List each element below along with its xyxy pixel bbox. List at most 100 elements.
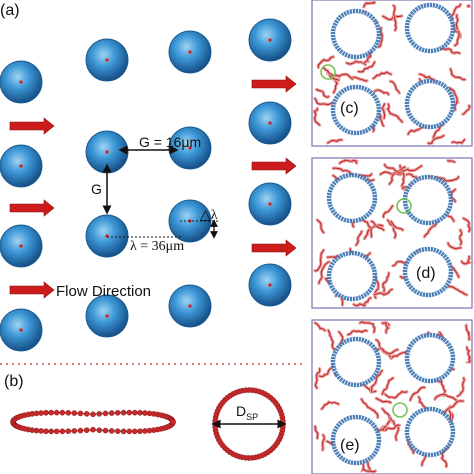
capsule-squiggle-core bbox=[373, 288, 393, 296]
sim-post bbox=[404, 332, 456, 384]
capsule-bead bbox=[53, 409, 60, 416]
capsule-squiggle-core bbox=[448, 286, 468, 296]
capsule-bead bbox=[131, 409, 138, 416]
capsule-squiggle-core bbox=[455, 14, 459, 31]
flow-arrow bbox=[251, 75, 297, 93]
post-center-dot bbox=[19, 80, 23, 84]
capsule-squiggle-core bbox=[466, 346, 471, 363]
capsule-squiggle-core bbox=[314, 425, 319, 439]
delta-lambda-label: △λ bbox=[200, 208, 218, 223]
capsule-squiggle-core bbox=[467, 5, 470, 8]
capsule-squiggle-core bbox=[381, 103, 386, 119]
capsule-squiggle-core bbox=[351, 76, 368, 82]
capsule-squiggle-core bbox=[399, 165, 423, 176]
capsule-squiggle-core bbox=[313, 107, 321, 126]
capsule-squiggle-core bbox=[327, 72, 338, 94]
capsule-squiggle-core bbox=[382, 272, 390, 293]
sim-post bbox=[404, 406, 456, 458]
capsule-squiggle-core bbox=[462, 217, 471, 232]
capsule-bead bbox=[142, 410, 148, 416]
capsule-bead bbox=[102, 410, 109, 417]
capsule-bead bbox=[77, 427, 84, 434]
capsule-squiggle-core bbox=[392, 5, 397, 31]
capsule-squiggle-core bbox=[372, 71, 392, 80]
sim-post bbox=[402, 246, 454, 298]
flow-arrow bbox=[251, 157, 297, 175]
capsule-squiggle-core bbox=[423, 221, 438, 238]
capsule-squiggle-core bbox=[447, 160, 456, 163]
capsule-squiggle-core bbox=[338, 331, 344, 347]
capsule-squiggle-core bbox=[409, 386, 426, 401]
sim-post bbox=[330, 336, 382, 388]
capsule-squiggle-core bbox=[436, 378, 446, 397]
post bbox=[248, 263, 292, 307]
post bbox=[85, 294, 129, 338]
capsule-squiggle-core bbox=[347, 330, 368, 336]
capsule-squiggle-core bbox=[327, 139, 343, 144]
panel-b-label: (b) bbox=[4, 373, 24, 390]
capsule-squiggle-core bbox=[388, 166, 406, 185]
post bbox=[248, 18, 292, 62]
capsule-squiggle-core bbox=[323, 67, 340, 81]
capsule-squiggle-core bbox=[339, 159, 358, 164]
capsule-squiggle-core bbox=[382, 15, 403, 21]
capsule-squiggle-core bbox=[375, 397, 392, 404]
post-array bbox=[0, 18, 292, 352]
capsule-bead bbox=[120, 409, 127, 416]
capsule-bead bbox=[43, 428, 49, 435]
capsule-bead bbox=[90, 426, 96, 433]
capsule-squiggle-core bbox=[387, 219, 397, 239]
flow-arrow bbox=[9, 281, 55, 299]
capsule-squiggle-core bbox=[318, 261, 330, 284]
capsule-bead bbox=[71, 410, 78, 416]
post-center-dot bbox=[268, 38, 272, 42]
post bbox=[85, 38, 129, 82]
capsule-bead bbox=[114, 428, 121, 434]
capsule-squiggle-core bbox=[392, 260, 408, 267]
capsule-squiggle-core bbox=[363, 1, 376, 8]
flow-arrows bbox=[9, 75, 297, 299]
post-center-dot bbox=[19, 328, 23, 332]
capsule-bead bbox=[142, 428, 148, 434]
sim-post bbox=[330, 84, 382, 136]
diameter-label: DSP bbox=[236, 403, 258, 422]
capsule-squiggle-core bbox=[382, 322, 390, 334]
capsule-bead bbox=[102, 427, 109, 434]
capsule-squiggle-core bbox=[361, 398, 379, 418]
capsule-bead bbox=[126, 428, 133, 435]
capsule-squiggle-core bbox=[447, 242, 462, 250]
flow-direction-label: Flow Direction bbox=[56, 283, 151, 300]
capsule-squiggle-core bbox=[334, 73, 354, 80]
capsule-squiggle-core bbox=[456, 377, 465, 397]
capsule-squiggle-core bbox=[355, 230, 363, 246]
capsule-bead bbox=[53, 428, 60, 435]
capsule-bead bbox=[33, 410, 40, 417]
panel-d-label: (d) bbox=[416, 265, 436, 282]
capsule-bead bbox=[43, 409, 49, 416]
flow-arrow bbox=[251, 239, 297, 257]
elongated-capsule bbox=[10, 409, 176, 435]
capsule-bead bbox=[108, 428, 115, 434]
capsule-squiggle-core bbox=[321, 434, 325, 451]
capsule-squiggle-core bbox=[465, 324, 470, 341]
capsule-squiggle-core bbox=[321, 401, 340, 410]
capsule-bead bbox=[170, 419, 176, 425]
capsule-bead bbox=[96, 411, 103, 417]
sim-post bbox=[402, 174, 454, 226]
capsule-squiggle-core bbox=[382, 205, 394, 218]
capsule-bead bbox=[65, 410, 72, 416]
post bbox=[0, 224, 43, 268]
capsule-bead bbox=[120, 428, 127, 435]
panel-d: (d) bbox=[311, 157, 474, 309]
sim-post bbox=[404, 2, 456, 54]
capsule-squiggle-core bbox=[459, 229, 463, 246]
capsule-squiggle-core bbox=[432, 124, 442, 139]
capsule-squiggle-core bbox=[315, 368, 321, 389]
post bbox=[168, 284, 212, 328]
capsule-squiggle-core bbox=[327, 329, 335, 350]
capsule-squiggle-core bbox=[359, 321, 376, 333]
panel-b: (b) DSP bbox=[4, 373, 287, 461]
capsule-squiggle-core bbox=[379, 347, 399, 355]
capsule-squiggle-core bbox=[370, 220, 385, 231]
